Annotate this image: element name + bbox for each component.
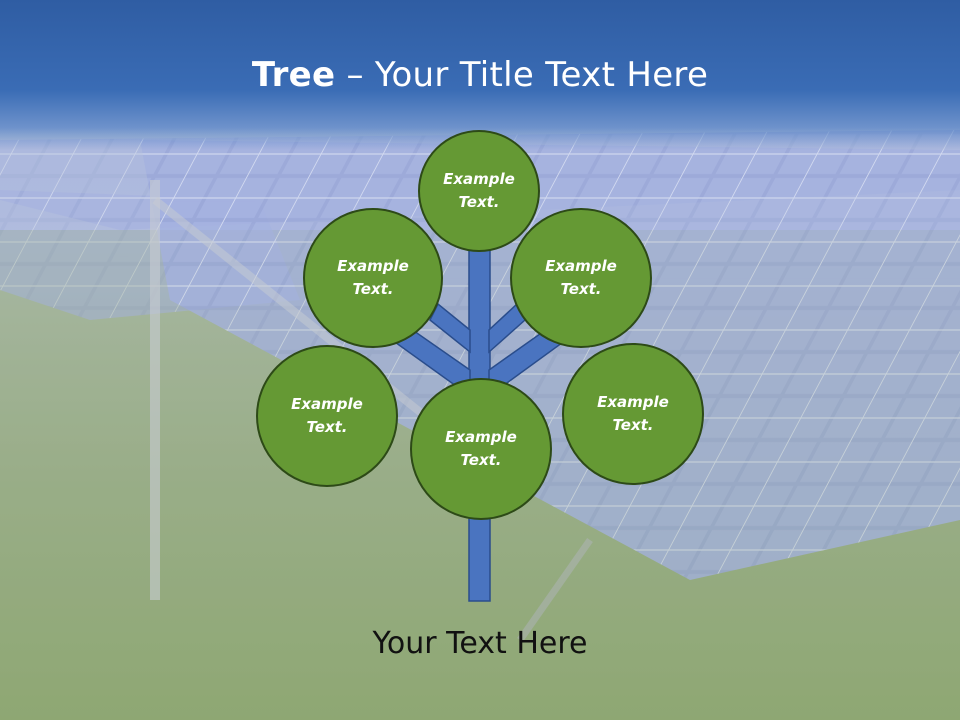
tree-node-center: Example Text. [410,378,552,520]
title-dash: – [335,55,375,95]
title-bold: Tree [251,55,336,95]
tree-node-upper-right: Example Text. [510,208,652,348]
title-text: Your Title Text Here [374,55,709,95]
tree-node-lower-left: Example Text. [256,345,398,487]
tree-node-top: Example Text. [418,130,540,252]
caption-text: Your Text Here [372,626,588,661]
tree-node-lower-right: Example Text. [562,343,704,485]
title-band [0,0,960,150]
branch-upper-left [429,302,471,354]
tree-node-upper-left: Example Text. [303,208,443,348]
slide-title: Tree – Your Title Text Here [0,52,960,98]
